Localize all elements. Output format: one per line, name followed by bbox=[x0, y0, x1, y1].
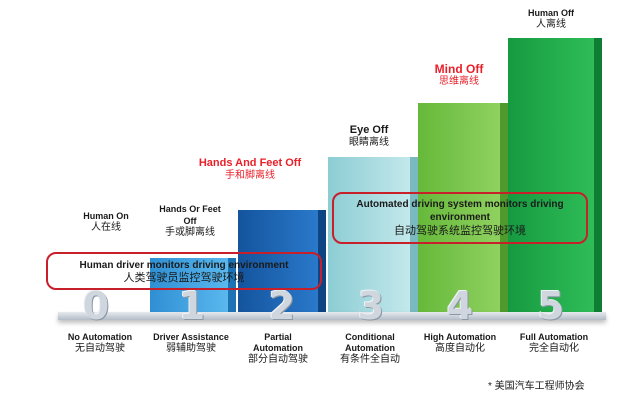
level-3-name-cn: 有条件全自动 bbox=[340, 354, 400, 365]
level-5-tag-en: Human Off bbox=[528, 8, 574, 18]
level-5-tag-cn: 人离线 bbox=[536, 19, 566, 30]
level-1-tag-cn: 手或脚离线 bbox=[165, 227, 215, 238]
level-5-digit: 5 bbox=[537, 284, 565, 328]
level-0-name-cn: 无自动驾驶 bbox=[75, 343, 125, 354]
level-5-name-cn: 完全自动化 bbox=[529, 343, 579, 354]
level-5-top-label: Human Off 人离线 bbox=[512, 8, 590, 31]
system-monitoring-text-cn: 自动驾驶系统监控驾驶环境 bbox=[394, 225, 526, 237]
footnote: * 美国汽车工程师协会 bbox=[488, 381, 585, 392]
level-5-name-en: Full Automation bbox=[519, 332, 589, 342]
level-2-tag-en: Hands And Feet Off bbox=[198, 157, 302, 169]
level-4-name-en: High Automation bbox=[423, 332, 497, 342]
floor-platform bbox=[58, 312, 606, 320]
level-1-name-cn: 弱辅助驾驶 bbox=[166, 343, 216, 354]
level-4-tag-en: Mind Off bbox=[434, 62, 484, 76]
level-3-bottom-label: Conditional Automation 有条件全自动 bbox=[330, 332, 410, 366]
level-4-top-label: Mind Off 思维离线 bbox=[422, 62, 496, 88]
human-monitoring-text-en: Human driver monitors driving environmen… bbox=[79, 260, 289, 271]
level-1-digit: 1 bbox=[178, 284, 206, 328]
level-0-digit: 0 bbox=[82, 284, 110, 328]
level-1-bottom-label: Driver Assistance 弱辅助驾驶 bbox=[146, 332, 236, 355]
level-5-bottom-label: Full Automation 完全自动化 bbox=[508, 332, 600, 355]
level-1-bar bbox=[150, 258, 236, 315]
level-1-top-label: Hands Or Feet Off 手或脚离线 bbox=[156, 203, 224, 239]
system-monitoring-box: Automated driving system monitors drivin… bbox=[332, 192, 588, 244]
level-3-name-en: Conditional Automation bbox=[345, 332, 395, 353]
level-1-tag-en: Hands Or Feet Off bbox=[159, 204, 221, 226]
level-2-tag-cn: 手和脚离线 bbox=[225, 170, 275, 181]
level-3-tag-en: Eye Off bbox=[349, 124, 389, 136]
human-monitoring-text-cn: 人类驾驶员监控驾驶环境 bbox=[123, 272, 245, 284]
level-1-name-en: Driver Assistance bbox=[153, 332, 229, 342]
level-3-top-label: Eye Off 眼睛离线 bbox=[334, 123, 404, 149]
level-4-digit: 4 bbox=[446, 284, 474, 328]
human-monitoring-box: Human driver monitors driving environmen… bbox=[46, 252, 322, 290]
level-2-top-label: Hands And Feet Off 手和脚离线 bbox=[186, 156, 314, 182]
level-2-name-cn: 部分自动驾驶 bbox=[248, 354, 308, 365]
level-0-top-label: Human On 人在线 bbox=[66, 211, 146, 234]
level-2-bar bbox=[238, 210, 326, 315]
level-2-bottom-label: Partial Automation 部分自动驾驶 bbox=[244, 332, 312, 366]
level-4-bar bbox=[418, 103, 508, 315]
level-0-tag-en: Human On bbox=[83, 211, 129, 221]
level-4-bottom-label: High Automation 高度自动化 bbox=[412, 332, 508, 355]
system-monitoring-text-en: Automated driving system monitors drivin… bbox=[356, 199, 564, 223]
level-0-name-en: No Automation bbox=[67, 332, 133, 342]
level-3-tag-cn: 眼睛离线 bbox=[349, 137, 389, 148]
level-4-name-cn: 高度自动化 bbox=[435, 343, 485, 354]
level-0-bottom-label: No Automation 无自动驾驶 bbox=[62, 332, 138, 355]
level-5-bar bbox=[508, 38, 602, 315]
level-3-digit: 3 bbox=[357, 284, 385, 328]
level-4-tag-cn: 思维离线 bbox=[439, 76, 479, 87]
level-0-tag-cn: 人在线 bbox=[91, 222, 121, 233]
level-2-digit: 2 bbox=[268, 284, 296, 328]
level-2-name-en: Partial Automation bbox=[253, 332, 303, 353]
